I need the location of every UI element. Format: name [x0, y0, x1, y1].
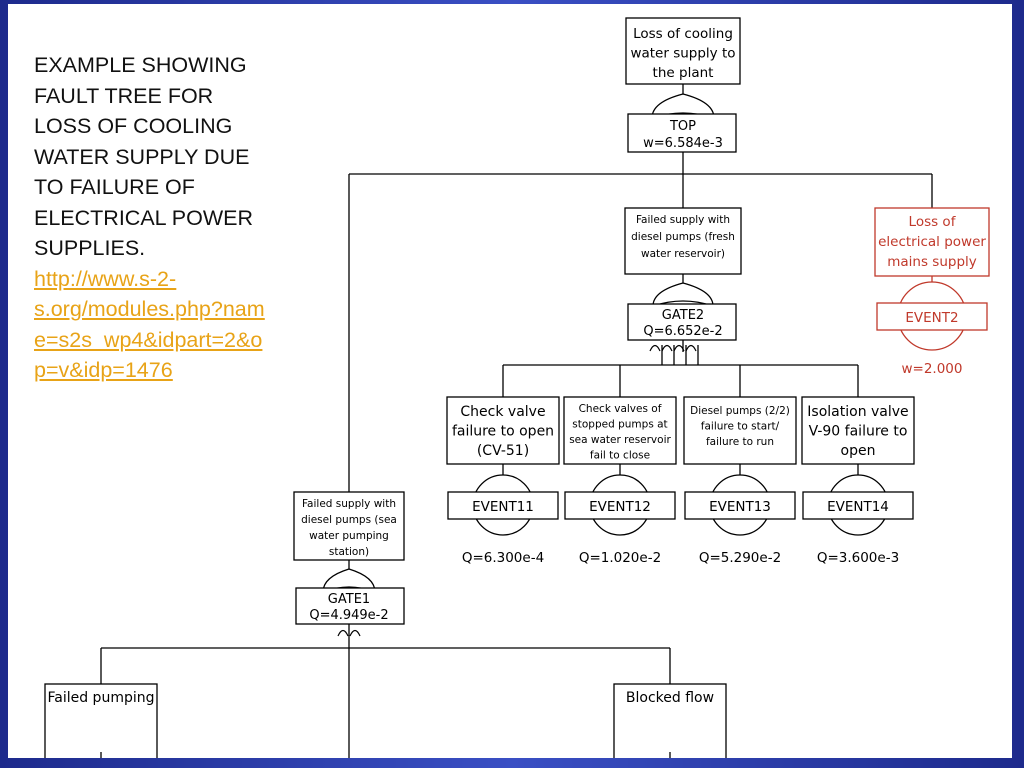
basic-event-name-box — [447, 491, 559, 520]
basic-event-name: EVENT11 — [472, 499, 534, 515]
gate2-input-arc — [685, 344, 697, 352]
basic-event-label: open — [841, 443, 876, 459]
gate2-value: Q=6.652e-2 — [643, 324, 722, 339]
event2-name-box — [876, 302, 988, 331]
basic-event-value: Q=3.600e-3 — [817, 550, 899, 566]
top-gate-name: TOP — [669, 119, 696, 134]
top-gate-value: w=6.584e-3 — [643, 136, 723, 151]
event2-desc-box — [874, 207, 990, 277]
top-event-label: the plant — [653, 65, 714, 81]
gate2-input-arc — [649, 344, 661, 352]
top-event-label: water supply to — [630, 46, 735, 62]
caption-line: TO FAILURE OF — [34, 175, 195, 199]
gate1-name: GATE1 — [328, 592, 370, 607]
basic-event-name: EVENT14 — [827, 499, 889, 515]
gate1-event-label: station) — [329, 546, 369, 558]
gate2-input-arc — [661, 344, 673, 352]
basic-event-label: fail to close — [590, 450, 650, 462]
source-link-line[interactable]: e=s2s_wp4&idpart=2&o — [34, 327, 263, 352]
basic-event-name-box — [564, 491, 676, 520]
caption-line: WATER SUPPLY DUE — [34, 144, 250, 169]
gate1-or-gate — [322, 568, 376, 593]
basic-event-label: Diesel pumps (2/2) — [690, 405, 790, 417]
basic-event-label: failure to open — [452, 424, 554, 440]
basic-event-value: Q=5.290e-2 — [699, 550, 781, 566]
gate1-event-label: water pumping — [309, 530, 389, 542]
basic-event-label: Check valves of — [579, 403, 662, 415]
gate2-event-label: diesel pumps (fresh — [631, 231, 735, 243]
top-event-label: Loss of cooling — [633, 26, 733, 42]
slide: EXAMPLE SHOWING FAULT TREE FOR LOSS OF C… — [8, 4, 1012, 758]
gate2-event-label: Failed supply with — [636, 214, 730, 226]
gate2-or-gate — [652, 282, 714, 307]
gate1-input-arc — [349, 629, 361, 637]
gate2-name: GATE2 — [662, 308, 704, 323]
gate2-event-box — [624, 207, 742, 275]
fault-tree-diagram: Loss of cooling water supply to the plantT… — [44, 17, 990, 758]
basic-event-value: Q=6.300e-4 — [462, 550, 544, 566]
top-or-gate — [651, 93, 715, 119]
event2-name: EVENT2 — [905, 310, 958, 326]
failed-pumping-box — [44, 683, 158, 758]
top-gate-box — [627, 113, 737, 153]
gate2-event-label: water reservoir) — [641, 248, 725, 260]
blocked-flow-label: Blocked flow — [626, 690, 714, 706]
basic-event-label: (CV-51) — [477, 443, 529, 459]
caption-line: ELECTRICAL POWER — [34, 205, 254, 230]
basic-event-label: sea water reservoir — [569, 434, 671, 446]
gate1-box — [295, 587, 405, 625]
basic-event-box — [801, 396, 915, 465]
basic-event-box — [563, 396, 677, 465]
event2-value: w=2.000 — [901, 361, 962, 377]
source-link-line[interactable]: s.org/modules.php?nam — [34, 297, 265, 321]
caption-line: SUPPLIES. — [34, 236, 146, 260]
event2-desc-label: mains supply — [887, 254, 977, 270]
slide-caption: EXAMPLE SHOWING FAULT TREE FOR LOSS OF C… — [34, 50, 319, 386]
basic-event-label: failure to run — [706, 436, 774, 448]
basic-event-name: EVENT13 — [709, 499, 771, 515]
basic-event-label: V-90 failure to — [809, 424, 908, 440]
basic-event-name-box — [684, 491, 796, 520]
caption-line: EXAMPLE SHOWING — [34, 53, 247, 77]
gate1-input-arc — [337, 629, 349, 637]
source-link-line[interactable]: http://www.s-2- — [34, 266, 177, 291]
source-link-line[interactable]: p=v&idp=1476 — [34, 358, 173, 382]
gate1-event-label: Failed supply with — [302, 498, 396, 510]
gate2-box — [627, 303, 737, 341]
source-link[interactable]: http://www.s-2- s.org/modules.php?nam e=… — [34, 264, 319, 386]
failed-pumping-label: Failed pumping — [47, 690, 154, 706]
basic-event-label: Check valve — [460, 404, 545, 420]
gate1-event-label: diesel pumps (sea — [301, 514, 397, 526]
basic-event-name-box — [802, 491, 914, 520]
gate1-value: Q=4.949e-2 — [309, 608, 388, 623]
basic-event-name: EVENT12 — [589, 499, 651, 515]
basic-event-label: stopped pumps at — [572, 419, 667, 431]
event2-desc-label: electrical power — [878, 234, 986, 250]
event2-desc-label: Loss of — [909, 214, 957, 230]
basic-event-label: failure to start/ — [701, 421, 780, 433]
basic-event-value: Q=1.020e-2 — [579, 550, 661, 566]
top-event-box — [625, 17, 741, 85]
basic-event-label: Isolation valve — [807, 404, 908, 420]
blocked-flow-box — [613, 683, 727, 758]
basic-event-box — [446, 396, 560, 465]
caption-line: FAULT TREE FOR — [34, 83, 214, 108]
caption-line: LOSS OF COOLING — [34, 114, 233, 138]
